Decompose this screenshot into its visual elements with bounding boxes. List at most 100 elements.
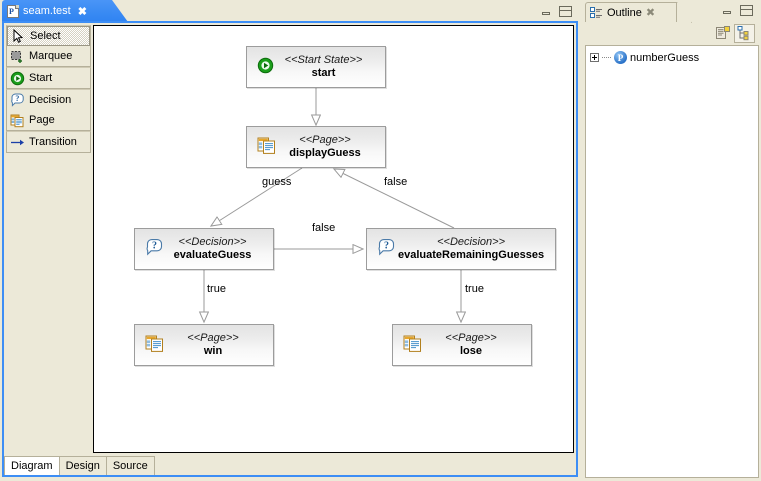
outline-tab-trailing-curve (677, 2, 692, 23)
edge-label-true-win: true (207, 283, 226, 295)
minimize-icon[interactable] (721, 5, 734, 16)
diagram-node-evaluateGuess-text: <<Decision>> evaluateGuess (166, 236, 273, 261)
diagram-canvas[interactable]: <<Start State>> start <<Page> (93, 25, 574, 453)
diagram-node-lose[interactable]: <<Page>> lose (392, 324, 532, 366)
decision-icon: ? (377, 238, 396, 260)
document-properties-icon[interactable] (712, 24, 733, 43)
palette-group-nodes: ? Decision (6, 89, 91, 131)
close-icon[interactable]: ✖ (645, 7, 656, 19)
palette-item-marquee-label: Marquee (29, 50, 73, 62)
palette-item-transition-label: Transition (29, 136, 77, 148)
diagram-node-win[interactable]: <<Page>> win (134, 324, 274, 366)
start-state-icon (257, 57, 274, 77)
node-name: start (311, 67, 336, 79)
editor-tab-label: seam.test (23, 5, 71, 17)
editor-tab-row: P seam.test ✖ (0, 0, 580, 22)
edge-label-true-lose: true (465, 283, 484, 295)
node-stereotype: <<Decision>> (178, 236, 247, 249)
diagram-node-lose-text: <<Page>> lose (425, 332, 531, 357)
file-p-icon: P (7, 4, 19, 18)
palette-item-select[interactable]: Select (7, 26, 90, 46)
minimize-icon[interactable] (540, 6, 553, 17)
svg-text:?: ? (384, 240, 389, 251)
tab-source[interactable]: Source (105, 456, 155, 475)
transition-arrow-icon (10, 135, 25, 150)
outline-icon (590, 6, 603, 19)
diagram-node-evaluateRemainingGuesses-text: <<Decision>> evaluateRemainingGuesses (398, 236, 558, 261)
svg-text:?: ? (15, 94, 19, 103)
maximize-icon[interactable] (559, 6, 572, 17)
editor-tab-seam-test[interactable]: P seam.test ✖ (2, 0, 112, 22)
tree-item-numberGuess[interactable]: P numberGuess (586, 46, 758, 64)
node-stereotype: <<Decision>> (437, 236, 505, 249)
node-stereotype: <<Page>> (187, 332, 239, 345)
diagram-node-start[interactable]: <<Start State>> start (246, 46, 386, 88)
tab-design-label: Design (65, 460, 100, 472)
outline-tab-label: Outline (607, 6, 642, 19)
palette-group-transition: Transition (6, 131, 91, 153)
diagram-node-win-text: <<Page>> win (167, 332, 273, 357)
palette-item-select-label: Select (30, 30, 61, 42)
expand-icon[interactable] (590, 53, 599, 62)
tree-hierarchy-icon[interactable] (734, 23, 755, 43)
outline-window-buttons (721, 5, 753, 16)
tab-diagram-label: Diagram (11, 460, 53, 472)
edge-label-guess: guess (262, 176, 292, 188)
tab-diagram[interactable]: Diagram (4, 456, 60, 475)
node-name: displayGuess (289, 147, 361, 159)
diagram-node-displayGuess-text: <<Page>> displayGuess (279, 134, 385, 159)
edge-label-false-up: false (384, 176, 408, 188)
node-name: evaluateGuess (173, 249, 252, 261)
process-icon-letter: P (617, 52, 624, 63)
node-name: win (203, 345, 223, 357)
close-icon[interactable]: ✖ (77, 5, 87, 18)
decision-icon: ? (10, 93, 25, 108)
outline-tree[interactable]: P numberGuess (585, 45, 759, 478)
svg-text:?: ? (152, 240, 157, 251)
edge-label-false-right: false (312, 222, 336, 234)
diagram-node-start-text: <<Start State>> start (276, 54, 385, 79)
palette-item-decision-label: Decision (29, 94, 72, 106)
node-stereotype: <<Page>> (299, 134, 351, 147)
palette-item-marquee[interactable]: Marquee (7, 46, 90, 66)
tab-source-label: Source (112, 460, 148, 472)
outline-tab-row: Outline ✖ (583, 0, 761, 23)
file-icon-letter: P (9, 6, 14, 16)
tree-item-label: numberGuess (630, 51, 700, 64)
palette-item-transition[interactable]: Transition (7, 132, 90, 152)
editor-window-buttons (540, 6, 572, 17)
editor-bottom-tabs: Diagram Design Source (4, 455, 155, 475)
page-icon (10, 113, 25, 128)
editor-part: P seam.test ✖ (0, 0, 580, 477)
diagram-node-evaluateGuess[interactable]: ? <<Decision>> evaluateGuess (134, 228, 274, 270)
start-state-icon (10, 71, 25, 86)
diagram-node-displayGuess[interactable]: <<Page>> displayGuess (246, 126, 386, 168)
tree-connector (602, 56, 611, 59)
diagram-node-evaluateRemainingGuesses[interactable]: ? <<Decision>> evaluateRemainingGuesses (366, 228, 556, 270)
node-stereotype: <<Page>> (445, 332, 497, 345)
page-icon (145, 334, 165, 356)
tab-design[interactable]: Design (58, 456, 107, 475)
palette-item-start-label: Start (29, 72, 53, 84)
outline-tab[interactable]: Outline ✖ (585, 2, 677, 22)
tab-trailing-curve (112, 0, 128, 22)
palette-group-tools: Select Marquee (6, 25, 91, 67)
palette-item-decision[interactable]: ? Decision (7, 90, 90, 110)
diagram-palette: Select Marquee (6, 25, 91, 455)
outline-view-part: Outline ✖ (583, 0, 761, 481)
palette-item-start[interactable]: Start (7, 68, 90, 88)
cursor-icon (11, 28, 26, 44)
maximize-icon[interactable] (740, 5, 753, 16)
node-name: evaluateRemainingGuesses (398, 249, 545, 261)
outline-toolbar (583, 22, 761, 44)
page-icon (257, 136, 277, 158)
palette-item-page-label: Page (29, 114, 55, 126)
decision-icon: ? (145, 238, 164, 260)
palette-group-start: Start (6, 67, 91, 89)
page-icon (403, 334, 423, 356)
palette-item-page[interactable]: Page (7, 110, 90, 130)
node-stereotype: <<Start State>> (284, 54, 363, 67)
node-name: lose (459, 345, 482, 357)
marquee-icon (10, 49, 25, 64)
